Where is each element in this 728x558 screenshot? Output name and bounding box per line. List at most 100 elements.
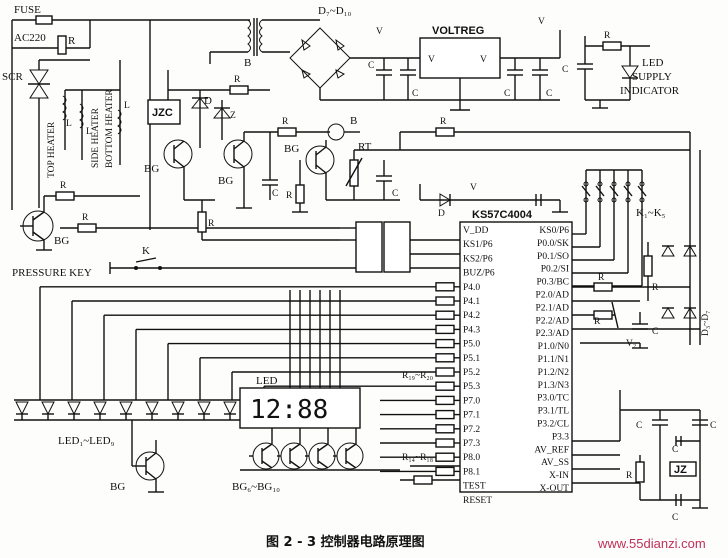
pin-left-label: P7.1 bbox=[463, 411, 480, 421]
c4-label: C bbox=[546, 89, 552, 99]
voltreg-label: VOLTREG bbox=[432, 25, 484, 37]
bg2-transistor bbox=[163, 139, 193, 169]
pin-right-label: X-IN bbox=[549, 471, 569, 481]
vin-label: V bbox=[428, 55, 435, 65]
mains-section bbox=[11, 15, 340, 251]
pin-right-label: P3.3 bbox=[552, 432, 569, 442]
port-resistor bbox=[435, 367, 455, 377]
k1k5-label: K₁~K₅ bbox=[636, 207, 666, 219]
digit-driver-transistor bbox=[308, 442, 336, 470]
digit-driver-transistor bbox=[336, 442, 364, 470]
indicator-led bbox=[145, 401, 159, 416]
rt1-label: RT bbox=[358, 141, 372, 153]
vout-label: V bbox=[480, 55, 487, 65]
indicator-led bbox=[67, 401, 81, 416]
mcu-chip bbox=[459, 221, 573, 493]
fuse-symbol bbox=[35, 15, 53, 25]
led-display bbox=[239, 387, 361, 429]
d2-label: D bbox=[438, 209, 445, 219]
key-switches bbox=[572, 169, 647, 287]
c13-label: C bbox=[672, 513, 678, 523]
side-heater-label: SIDE HEATER bbox=[91, 107, 101, 168]
r19r20-label: R₁₉~R₂₀ bbox=[402, 371, 433, 381]
r13-label: R bbox=[626, 471, 633, 481]
indicator-led bbox=[93, 401, 107, 416]
c11-label: C bbox=[710, 421, 716, 431]
port-resistor bbox=[435, 466, 455, 477]
r5-label: R bbox=[282, 117, 289, 127]
bg1-label: BG bbox=[54, 235, 69, 247]
d2-row bbox=[419, 184, 568, 213]
digit-driver-transistor bbox=[280, 442, 308, 470]
rz-resistor bbox=[57, 35, 67, 55]
pin-right-label: P0.2/SI bbox=[541, 265, 569, 275]
port-resistor bbox=[435, 338, 455, 349]
pin-left-label: RESET bbox=[463, 496, 492, 506]
r1-label: R bbox=[60, 181, 67, 191]
indicator-led bbox=[41, 401, 55, 416]
pin-right-label: X-OUT bbox=[539, 484, 569, 494]
pin-left-label: P4.2 bbox=[463, 311, 480, 321]
digit-drivers bbox=[240, 428, 400, 471]
c8-label: C bbox=[652, 327, 658, 337]
pin-right-label: P0.3/BC bbox=[537, 278, 569, 288]
led-chain bbox=[14, 399, 240, 466]
pin-right-label: P0.1/SO bbox=[537, 252, 569, 262]
c5-label: C bbox=[562, 65, 568, 75]
d3d7-label: D₃~D₇ bbox=[701, 311, 711, 337]
pin-right-label: P1.3/N3 bbox=[538, 381, 570, 391]
r7-label: R bbox=[440, 117, 447, 127]
pin-left-label: BUZ/P6 bbox=[463, 269, 495, 279]
watermark: www.55dianzi.com bbox=[597, 536, 706, 551]
led-group-label: LED₁~LED₉ bbox=[58, 435, 115, 447]
r2-label: R bbox=[82, 213, 89, 223]
c12-label: C bbox=[672, 445, 678, 455]
pin-right-label: P3.1/TL bbox=[538, 407, 570, 417]
pressure-key-label: PRESSURE KEY bbox=[12, 267, 92, 279]
jz-label: JZ bbox=[674, 464, 687, 476]
pin-right-label: P1.2/N2 bbox=[538, 368, 570, 378]
port-resistor bbox=[435, 310, 455, 320]
bg4-transistor bbox=[305, 145, 335, 175]
labels: FUSE AC220 R SCR TOP HEATER SIDE HEATER … bbox=[2, 4, 716, 551]
digit-driver-transistor bbox=[252, 442, 280, 470]
port-resistor bbox=[435, 424, 455, 434]
r6-label: R bbox=[286, 191, 293, 201]
power-section bbox=[209, 18, 561, 111]
r10-label: R bbox=[652, 283, 659, 293]
bg3-label: BG bbox=[218, 175, 233, 187]
led-display-label: LED bbox=[256, 375, 277, 387]
pin-left-label: P5.2 bbox=[463, 368, 480, 378]
led-supply-label-2: SUPPLY bbox=[632, 71, 672, 83]
scr-label: SCR bbox=[2, 71, 23, 83]
port-resistor bbox=[435, 395, 455, 406]
jzc-relay bbox=[147, 99, 181, 125]
pin-right-label: P1.1/N1 bbox=[538, 355, 570, 365]
d1-label: D bbox=[204, 95, 212, 107]
pin-right-label: P2.3/AD bbox=[535, 329, 569, 339]
port-resistor bbox=[435, 452, 455, 462]
driver-section bbox=[147, 70, 701, 345]
pin-left-label: P8.0 bbox=[463, 453, 480, 463]
oscillator-section bbox=[572, 390, 708, 509]
indicator-led bbox=[223, 401, 237, 416]
pin-right-label: P0.0/SK bbox=[537, 239, 569, 249]
pin-left-label: P7.3 bbox=[463, 439, 480, 449]
pin-right-label: P2.2/AD bbox=[535, 316, 569, 326]
c10-label: C bbox=[636, 421, 642, 431]
b2-buzzer bbox=[327, 123, 345, 141]
vcc-label: V bbox=[538, 17, 545, 27]
pin-left-label: P7.0 bbox=[463, 396, 480, 406]
r14r18-label: R₁₄~R₁₈ bbox=[402, 453, 433, 463]
analog-inputs bbox=[572, 242, 700, 349]
l1-label: L bbox=[66, 119, 72, 129]
r8-label: R bbox=[604, 31, 611, 41]
bg2-label: BG bbox=[144, 163, 159, 175]
figure-caption: 图 2 - 3 控制器电路原理图 bbox=[266, 534, 425, 550]
led-supply-label-1: LED bbox=[642, 57, 663, 69]
r11-label: R bbox=[598, 273, 605, 283]
bg6bg10-label: BG₆~BG₁₀ bbox=[232, 481, 280, 493]
b1-label: B bbox=[244, 57, 251, 69]
